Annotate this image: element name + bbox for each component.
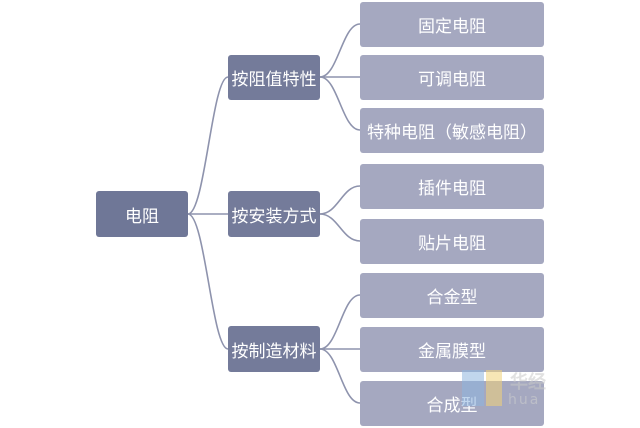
category-node-manufacturing-material: 按制造材料 [228,326,320,372]
category-node-label: 按制造材料 [231,341,317,362]
category-node-label: 按安装方式 [231,206,317,227]
leaf-node-alloy-type: 合金型 [360,273,544,318]
connector-cat-1-leaf-1 [319,23,361,78]
leaf-node-label: 特种电阻（敏感电阻） [367,123,537,143]
leaf-node-smd-resistor: 贴片电阻 [360,219,544,264]
root-node-label: 电阻 [125,206,159,227]
connector-cat-3-leaf-1 [319,294,361,350]
connector-cat-2-leaf-1 [319,185,361,215]
category-node-mounting-method: 按安装方式 [228,191,320,237]
category-node-resistance-characteristic: 按阻值特性 [228,55,320,100]
leaf-node-label: 固定电阻 [418,17,486,37]
leaf-node-label: 合金型 [426,288,478,308]
connector-cat-1-leaf-3 [319,76,361,131]
leaf-node-through-hole-resistor: 插件电阻 [360,164,544,209]
leaf-node-label: 合成型 [426,396,478,416]
leaf-node-label: 插件电阻 [418,179,486,199]
leaf-node-metal-film-type: 金属膜型 [360,327,544,372]
category-node-label: 按阻值特性 [231,70,317,90]
connector-root-cat-3 [187,213,229,350]
leaf-node-label: 可调电阻 [418,70,486,90]
connector-cat-2-leaf-2 [319,213,361,242]
leaf-node-special-resistor: 特种电阻（敏感电阻） [360,108,544,153]
connector-cat-3-leaf-3 [319,348,361,404]
root-node: 电阻 [96,191,188,237]
connector-root-cat-1 [187,76,229,215]
leaf-node-fixed-resistor: 固定电阻 [360,2,544,47]
leaf-node-label: 贴片电阻 [418,234,486,254]
leaf-node-label: 金属膜型 [418,342,486,362]
leaf-node-adjustable-resistor: 可调电阻 [360,55,544,100]
leaf-node-composite-type: 合成型 [360,381,544,426]
